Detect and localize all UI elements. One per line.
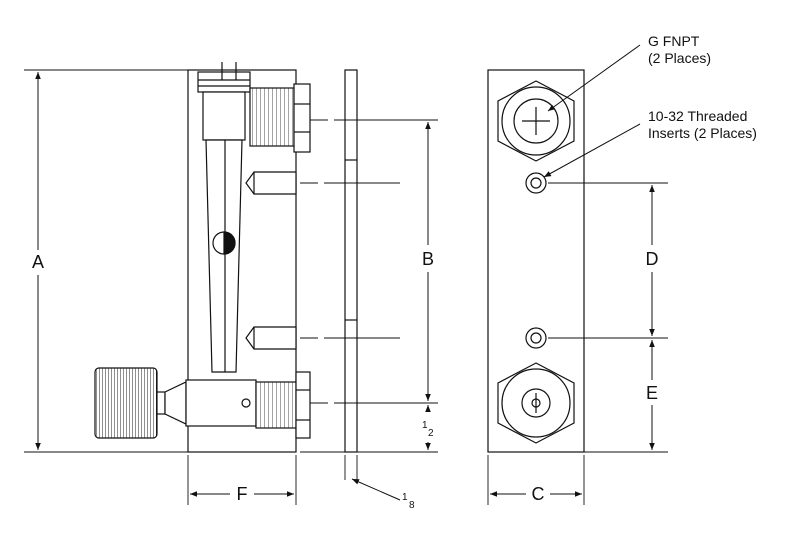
- upper-threaded-insert: [525, 172, 547, 194]
- callout-notes: G FNPT (2 Places) 10-32 Threaded Inserts…: [648, 33, 757, 141]
- dim-c-label: C: [532, 484, 545, 504]
- side-view: [344, 69, 358, 453]
- dim-half-denominator: 2: [428, 428, 434, 439]
- extension-lines: [24, 69, 668, 505]
- dim-a-label: A: [32, 252, 44, 272]
- insert-note-leader: [543, 123, 641, 178]
- dim-d-label: D: [646, 249, 659, 269]
- bottom-port-hex: [497, 362, 575, 444]
- top-inlet-fitting: [197, 62, 311, 153]
- dim-eighth-leader: [351, 478, 401, 501]
- top-port-hex: [497, 80, 575, 162]
- flow-tube: [205, 139, 243, 373]
- dimension-labels: A B D E F C 1 2 1 8: [32, 249, 659, 511]
- dim-f-label: F: [237, 484, 248, 504]
- lower-insert-stud: [245, 326, 297, 350]
- float-ball: [212, 231, 236, 255]
- dimension-lines: [35, 44, 655, 501]
- port-note-line1: G FNPT: [648, 33, 700, 49]
- dim-b-label: B: [422, 249, 434, 269]
- insert-note-line1: 10-32 Threaded: [648, 108, 747, 124]
- dim-eighth-denominator: 8: [409, 500, 415, 511]
- port-note-line2: (2 Places): [648, 50, 711, 66]
- valve-knob: [94, 367, 158, 439]
- front-view: [94, 62, 311, 453]
- bottom-valve-fitting: [94, 367, 311, 439]
- back-view: [487, 69, 585, 453]
- dim-half-numerator: 1: [422, 420, 428, 431]
- dim-e-label: E: [646, 383, 658, 403]
- port-note-leader: [547, 44, 641, 112]
- dim-eighth-numerator: 1: [402, 492, 408, 503]
- lower-threaded-insert: [525, 327, 547, 349]
- upper-insert-stud: [245, 171, 297, 195]
- side-plate: [344, 69, 358, 453]
- insert-note-line2: Inserts (2 Places): [648, 125, 757, 141]
